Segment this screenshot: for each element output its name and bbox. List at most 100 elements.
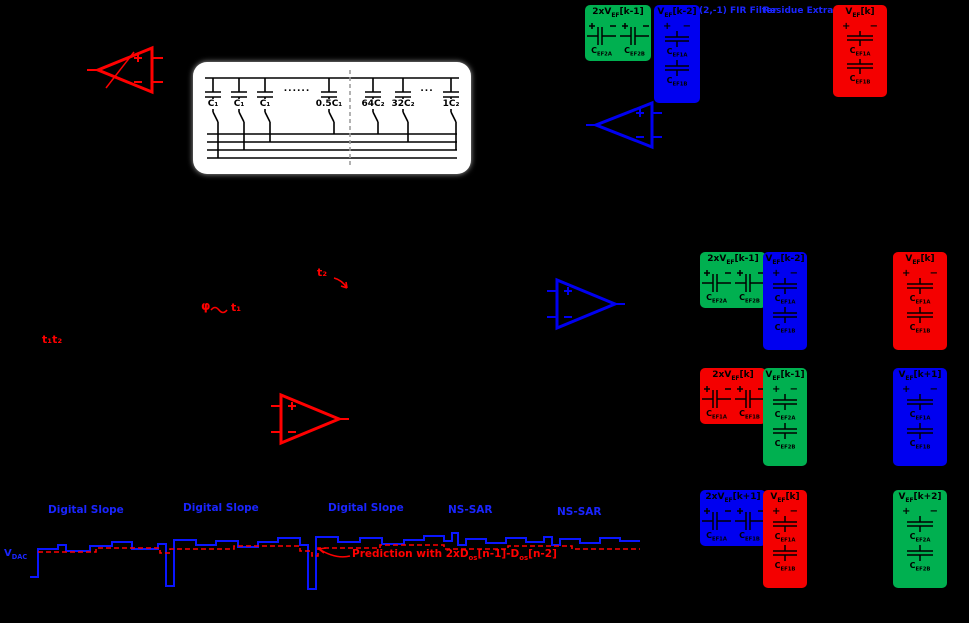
- cap-label: CEF2A: [706, 292, 727, 305]
- cap-label: CEF1B: [739, 530, 760, 543]
- polarity-minus: −: [929, 383, 938, 395]
- fir-filter-label: (2,-1) FIR Filter: [699, 6, 777, 16]
- cap-block-header: VEF[k+1]: [898, 370, 942, 382]
- dac-cap-label: C₁: [206, 99, 220, 109]
- cap-label: CEF1B: [909, 439, 931, 451]
- polarity-minus: −: [929, 505, 938, 517]
- cdac-array-box: C₁ C₁ C₁ ...... 0.5C₁ 64C₂ 32C₂ ... 1C₂: [193, 62, 471, 174]
- polarity-minus: −: [789, 505, 798, 517]
- cap-label: CEF2B: [909, 561, 931, 573]
- cap-symbol: [907, 515, 933, 532]
- cap-block-header: 2xVEF[k+1]: [705, 492, 761, 504]
- cap-block-vef-k+2: VEF[k+2] + − CEF2A CEF2B: [893, 490, 947, 588]
- cap-block-vef-k-2: VEF[k-2] +− CEF1A CEF1B: [654, 5, 700, 103]
- cap-label: CEF2A: [909, 531, 931, 544]
- pair-cap-symbol: [702, 269, 764, 292]
- cap-label: CEF1B: [739, 408, 760, 421]
- cap-symbol: [907, 545, 933, 562]
- cap-label: CEF1B: [909, 323, 931, 335]
- cap-symbol: [847, 59, 873, 75]
- polarity-minus: −: [682, 20, 691, 32]
- cap-symbol: [907, 423, 933, 440]
- cap-symbol: [907, 307, 933, 324]
- cap-label: CEF1B: [774, 561, 796, 573]
- cap-label: CEF1B: [666, 76, 688, 88]
- polarity-plus: +: [902, 267, 911, 279]
- dac-cap-label: 32C₂: [390, 99, 416, 109]
- polarity-plus: +: [772, 505, 781, 517]
- cap-label: CEF2B: [774, 439, 796, 451]
- cap-label: CEF1A: [849, 45, 871, 58]
- dac-cap-label: C₁: [258, 99, 272, 109]
- digital-slope-label: Digital Slope: [183, 502, 259, 514]
- ns-sar-label: NS-SAR: [557, 506, 602, 518]
- cap-label: CEF1B: [774, 323, 796, 335]
- cap-label: CEF1A: [774, 531, 796, 544]
- cap-block-vef-k-2: VEF[k-2] +− CEF1A CEF1B: [763, 252, 807, 350]
- dac-cap-label: 0.5C₁: [314, 99, 344, 109]
- cap-label: CEF1A: [909, 409, 931, 422]
- polarity-plus: +: [772, 267, 781, 279]
- opamp-blue-top: [586, 100, 662, 150]
- cap-block-vef-k+1: VEF[k+1] + − CEF1A CEF1B: [893, 368, 947, 466]
- cap-block-vef-k: VEF[k] +− CEF1A CEF1B: [893, 252, 947, 350]
- dac-cap-label: 1C₂: [441, 99, 461, 109]
- polarity-plus: +: [663, 20, 672, 32]
- ellipsis: ...: [419, 84, 435, 94]
- cap-label: CEF1A: [706, 408, 727, 421]
- dac-cap-label: 64C₂: [360, 99, 386, 109]
- cap-symbol: [773, 277, 797, 294]
- cap-block-header: 2xVEF[k-1]: [592, 7, 644, 19]
- pair-cap-symbol: [702, 507, 764, 530]
- cap-label: CEF2B: [624, 45, 645, 58]
- t1-label: t₁: [231, 301, 242, 314]
- opamp-red-top: [87, 45, 163, 95]
- opamp-red-mid: [271, 392, 349, 446]
- cap-symbol: [773, 515, 797, 532]
- cap-block-header: 2xVEF[k-1]: [707, 254, 759, 266]
- t2-label: t₂: [317, 266, 328, 279]
- cap-label: CEF2A: [774, 409, 796, 422]
- dac-cap-label: C₁: [232, 99, 246, 109]
- pair-cap-symbol: [702, 385, 764, 408]
- ellipsis: ......: [282, 84, 312, 94]
- cap-block-vef-k: VEF[k] +− CEF1A CEF1B: [763, 490, 807, 588]
- cap-block-vef-k-1: VEF[k-1] +− CEF2A CEF2B: [763, 368, 807, 466]
- pair-cap-symbol: [587, 22, 649, 45]
- cap-block-header: VEF[k]: [770, 492, 800, 504]
- prediction-arrow: [318, 547, 351, 558]
- cdac-schematic: [205, 70, 459, 166]
- residue-extraction-label: Residue Extraction: [763, 6, 859, 16]
- cap-symbol: [773, 393, 797, 410]
- polarity-plus: +: [842, 20, 851, 32]
- cap-block-2xvef-k: 2xVEF[k] CEF1A CEF1B: [700, 368, 766, 424]
- polarity-minus: −: [789, 383, 798, 395]
- cap-block-header: 2xVEF[k]: [712, 370, 754, 382]
- cap-block-vef-k: VEF[k] +− CEF1A CEF1B: [833, 5, 887, 97]
- polarity-minus: −: [929, 267, 938, 279]
- cap-label: CEF1A: [774, 293, 796, 306]
- digital-slope-label: Digital Slope: [48, 504, 124, 516]
- cap-symbol: [773, 423, 797, 440]
- phi-label: φ: [201, 299, 211, 313]
- ns-sar-label: NS-SAR: [448, 504, 493, 516]
- polarity-plus: +: [902, 505, 911, 517]
- cap-symbol: [773, 307, 797, 324]
- cap-symbol: [847, 30, 873, 46]
- cap-block-2xvef-k+1: 2xVEF[k+1] CEF1A CEF1B: [700, 490, 766, 546]
- cap-block-header: VEF[k-1]: [765, 370, 805, 382]
- polarity-plus: +: [902, 383, 911, 395]
- cap-label: CEF1A: [706, 530, 727, 543]
- cap-symbol: [907, 393, 933, 410]
- prediction-label: Prediction with 2xDos[n-1]-Dos[n-2]: [352, 548, 557, 563]
- opamp-blue-mid: [547, 277, 625, 331]
- cap-block-header: VEF[k-2]: [765, 254, 805, 266]
- polarity-minus: −: [869, 20, 878, 32]
- cap-block-header: VEF[k+2]: [898, 492, 942, 504]
- cap-label: CEF1B: [849, 74, 871, 86]
- cap-label: CEF1A: [909, 293, 931, 306]
- polarity-minus: −: [789, 267, 798, 279]
- cap-block-2xvef-k-1: 2xVEF[k-1] CEF2A CEF2B: [585, 5, 651, 61]
